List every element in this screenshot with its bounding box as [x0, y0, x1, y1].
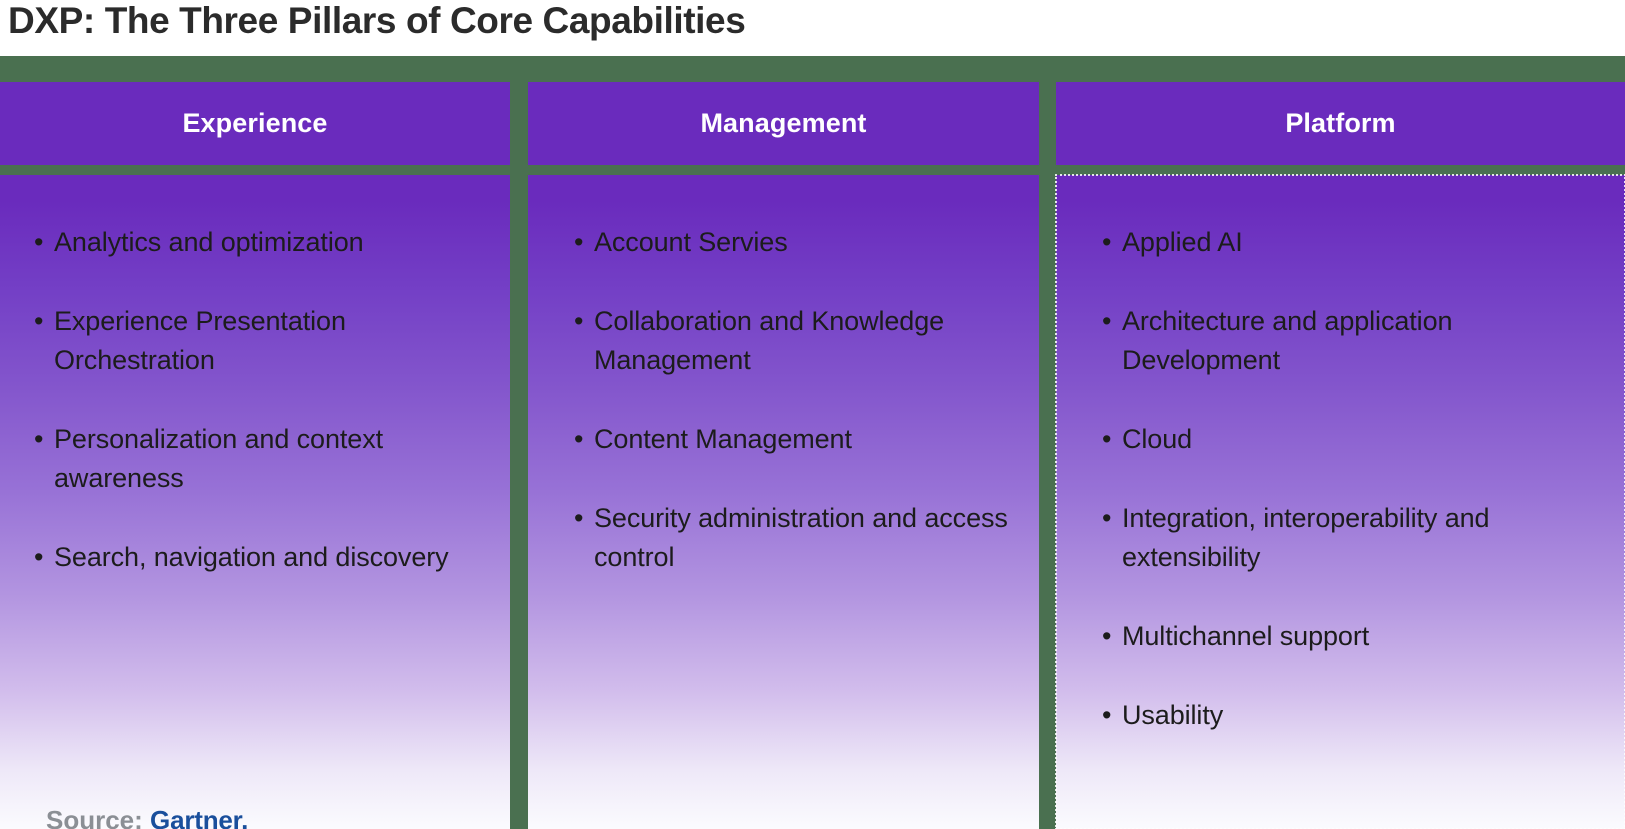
pillar-column-experience: Experience • Analytics and optimization … [0, 56, 510, 829]
list-item-label: Search, navigation and discovery [54, 542, 449, 572]
pillar-header-label: Platform [1285, 108, 1396, 138]
bullet-icon: • [574, 227, 584, 257]
bullet-icon: • [1102, 227, 1112, 257]
bullet-icon: • [1102, 503, 1112, 533]
bullet-icon: • [34, 424, 44, 454]
bullet-icon: • [1102, 424, 1112, 454]
list-item: • Multichannel support [1102, 617, 1603, 656]
list-item-label: Experience Presentation Orchestration [54, 306, 346, 375]
capability-list-management: • Account Servies • Collaboration and Kn… [528, 175, 1039, 577]
list-item-label: Personalization and context awareness [54, 424, 384, 493]
pillar-header-management: Management [528, 82, 1039, 165]
bullet-icon: • [34, 542, 44, 572]
pillar-column-management: Management • Account Servies • Collabora… [528, 56, 1039, 829]
list-item: • Integration, interoperability and exte… [1102, 499, 1603, 577]
list-item: • Security administration and access con… [574, 499, 1019, 577]
list-item-label: Content Management [594, 424, 852, 454]
list-item-label: Architecture and application Development [1122, 306, 1453, 375]
bullet-icon: • [34, 306, 44, 336]
bullet-icon: • [34, 227, 44, 257]
capability-list-experience: • Analytics and optimization • Experienc… [0, 175, 510, 577]
bullet-icon: • [1102, 621, 1112, 651]
list-item: • Cloud [1102, 420, 1603, 459]
pillar-column-platform: Platform • Applied AI • Architecture and… [1055, 56, 1625, 829]
bullet-icon: • [1102, 700, 1112, 730]
pillar-body-platform: • Applied AI • Architecture and applicat… [1055, 174, 1625, 829]
list-item: • Usability [1102, 696, 1603, 735]
list-item-label: Collaboration and Knowledge Management [594, 306, 945, 375]
list-item-label: Multichannel support [1122, 621, 1370, 651]
list-item: • Personalization and context awareness [34, 420, 494, 498]
source-attribution: Source: Gartner. [46, 803, 248, 829]
source-label: Source: [46, 805, 143, 829]
pillar-header-experience: Experience [0, 82, 510, 165]
list-item-label: Usability [1122, 700, 1224, 730]
list-item: • Search, navigation and discovery [34, 538, 494, 577]
source-brand: Gartner. [150, 805, 249, 829]
list-item-label: Applied AI [1122, 227, 1243, 257]
list-item-label: Analytics and optimization [54, 227, 364, 257]
list-item: • Experience Presentation Orchestration [34, 302, 494, 380]
pillars-stage: Experience • Analytics and optimization … [0, 56, 1625, 829]
pillar-header-platform: Platform [1056, 82, 1625, 165]
page-title-lead: DXP: [8, 0, 95, 41]
capability-list-platform: • Applied AI • Architecture and applicat… [1056, 175, 1625, 735]
list-item: • Content Management [574, 420, 1019, 459]
pillar-header-label: Management [700, 108, 867, 138]
page-title-rest: The Three Pillars of Core Capabilities [94, 0, 746, 41]
page-title: DXP: The Three Pillars of Core Capabilit… [8, 0, 746, 44]
bullet-icon: • [574, 306, 584, 336]
title-band: DXP: The Three Pillars of Core Capabilit… [0, 0, 1625, 56]
bullet-icon: • [1102, 306, 1112, 336]
list-item: • Analytics and optimization [34, 223, 494, 262]
list-item-label: Security administration and access contr… [594, 503, 1008, 572]
list-item: • Applied AI [1102, 223, 1603, 262]
pillar-body-experience: • Analytics and optimization • Experienc… [0, 175, 510, 829]
pillar-header-label: Experience [182, 108, 328, 138]
list-item: • Account Servies [574, 223, 1019, 262]
list-item: • Collaboration and Knowledge Management [574, 302, 1019, 380]
list-item-label: Integration, interoperability and extens… [1122, 503, 1490, 572]
list-item-label: Account Servies [594, 227, 788, 257]
list-item-label: Cloud [1122, 424, 1193, 454]
pillar-body-management: • Account Servies • Collaboration and Kn… [528, 175, 1039, 829]
bullet-icon: • [574, 503, 584, 533]
bullet-icon: • [574, 424, 584, 454]
list-item: • Architecture and application Developme… [1102, 302, 1603, 380]
